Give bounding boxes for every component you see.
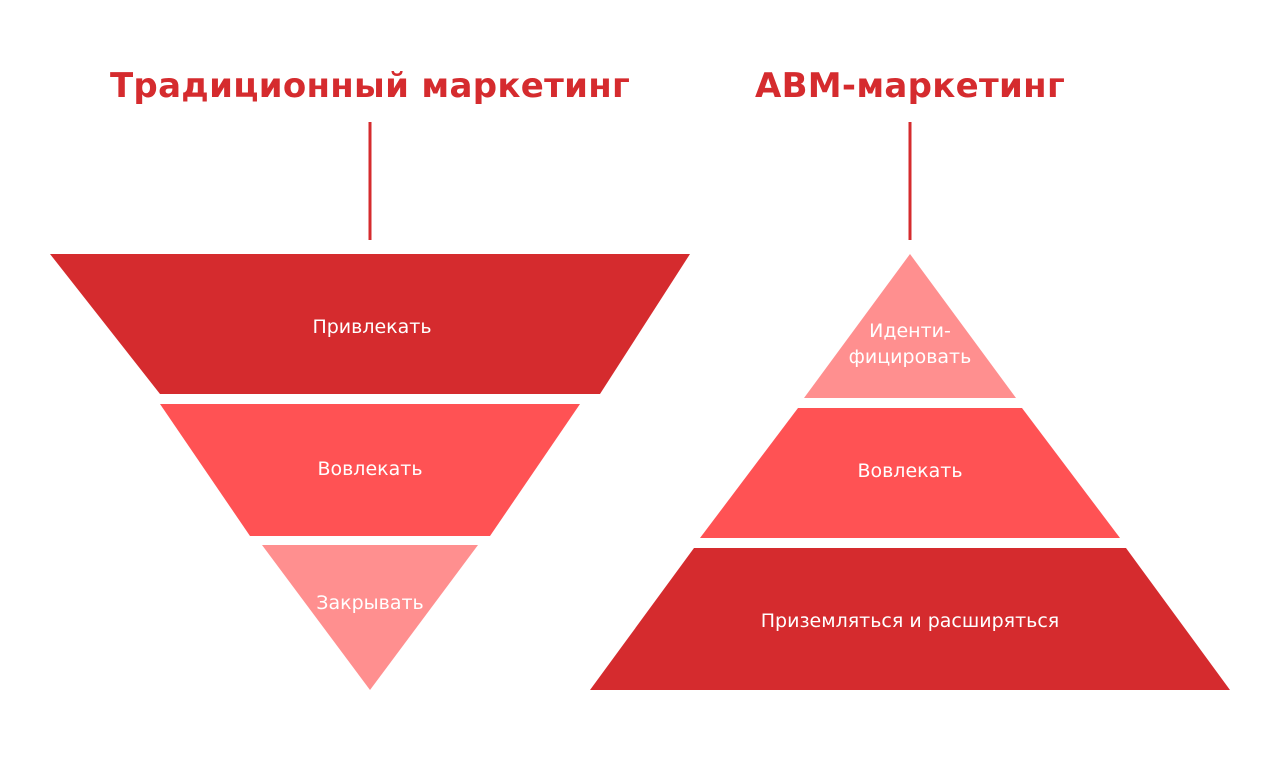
funnel-stage-attract <box>50 254 690 394</box>
pyramid-stage-engage <box>700 408 1120 538</box>
funnel-stage-attract-label: Привлекать <box>312 316 431 338</box>
pyramid-stage-identify-label-line1: Иденти- <box>869 320 951 342</box>
traditional-marketing-title: Традиционный маркетинг <box>109 66 631 106</box>
funnel-stage-engage-label: Вовлекать <box>317 458 422 480</box>
pyramid-stage-identify-label-line2: фицировать <box>849 346 972 368</box>
funnel-stage-close-label: Закрывать <box>316 592 423 614</box>
funnel-stage-engage <box>160 404 580 536</box>
pyramid-stage-identify <box>804 254 1016 398</box>
abm-marketing-title: ABM-маркетинг <box>754 66 1066 106</box>
pyramid-stage-land-expand-label: Приземляться и расширяться <box>761 610 1059 632</box>
pyramid-stage-engage-label: Вовлекать <box>857 460 962 482</box>
pyramid-stage-land-expand <box>590 548 1230 690</box>
funnel-stage-close <box>262 545 478 690</box>
